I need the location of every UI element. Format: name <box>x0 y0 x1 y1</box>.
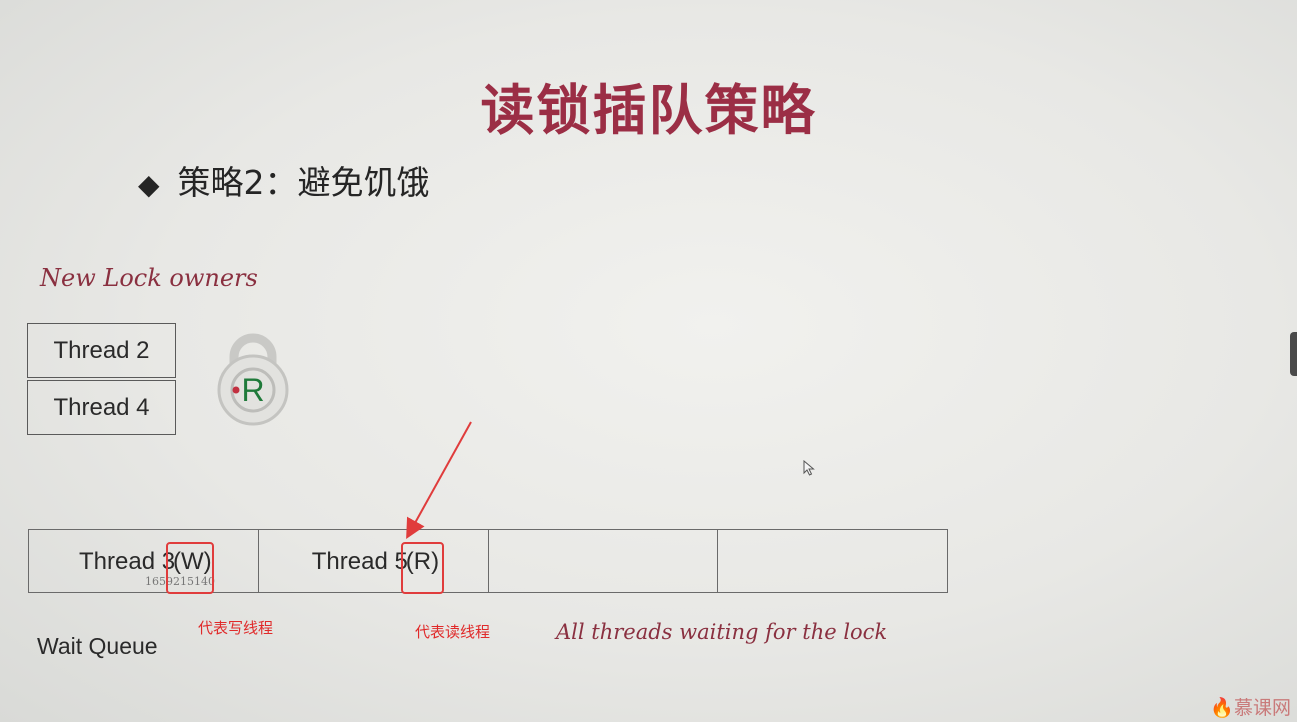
queue-cell <box>489 530 719 592</box>
queue-thread-mode: (W) <box>173 548 212 575</box>
bullet-diamond-icon: ◆ <box>138 168 160 201</box>
read-thread-note: 代表读线程 <box>415 623 491 641</box>
queue-cell <box>718 530 947 592</box>
watermark-text: 慕课网 <box>1233 697 1291 719</box>
read-highlight-box <box>401 542 444 594</box>
queue-cell: Thread 3 (W) <box>29 530 259 592</box>
timestamp-stamp: 1659215140 <box>145 575 215 588</box>
mouse-cursor-icon <box>803 459 815 481</box>
lock-letter: R <box>241 372 264 408</box>
queue-thread-name: Thread 3 <box>79 548 176 575</box>
write-highlight-box <box>166 542 214 594</box>
queue-thread-mode: (R) <box>405 548 440 575</box>
side-panel-handle[interactable] <box>1290 332 1297 376</box>
wait-queue: Thread 3 (W) Thread 5 (R) <box>28 529 948 593</box>
write-thread-note: 代表写线程 <box>198 619 274 637</box>
bullet-text: 策略2：避免饥饿 <box>177 163 430 202</box>
read-lock-icon: R <box>208 333 298 433</box>
queue-cell: Thread 5 (R) <box>259 530 489 592</box>
owner-thread-box: Thread 4 <box>27 380 176 435</box>
bullet-line: ◆ 策略2：避免饥饿 <box>138 156 430 204</box>
new-lock-owners-label: New Lock owners <box>40 264 258 292</box>
wait-queue-label: Wait Queue <box>37 633 158 659</box>
watermark: 🔥慕课网 <box>1210 693 1291 720</box>
wait-queue-note: All threads waiting for the lock <box>556 620 888 644</box>
slide-title: 读锁插队策略 <box>480 79 817 142</box>
queue-thread-name: Thread 5 <box>311 548 408 575</box>
owner-thread-box: Thread 2 <box>27 323 176 378</box>
flame-icon: 🔥 <box>1210 697 1234 719</box>
